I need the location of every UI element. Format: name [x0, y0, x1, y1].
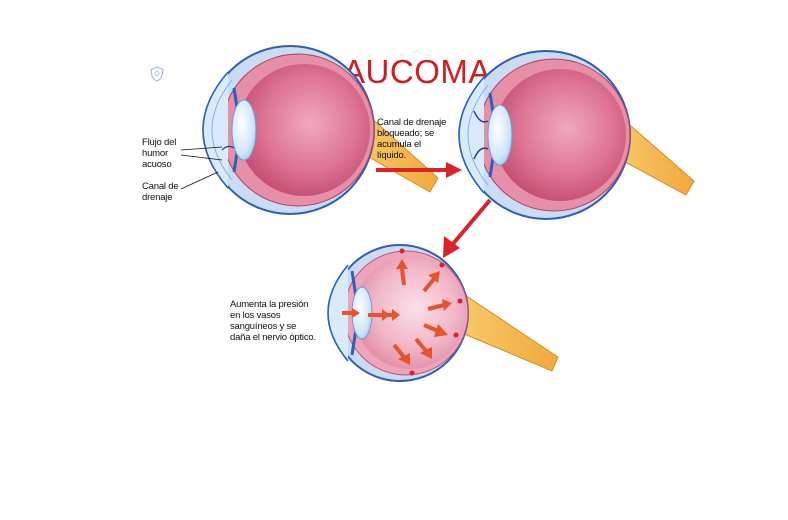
label-presion: Aumenta la presión en los vasos sanguíne…	[230, 299, 316, 343]
label-flujo: Flujo del humor acuoso	[142, 137, 177, 170]
eye-blocked	[458, 50, 695, 220]
eye-normal	[202, 45, 439, 215]
red-arrow-down	[443, 198, 492, 258]
label-bloqueado: Canal de drenaje bloqueado; se acumula e…	[377, 117, 447, 161]
red-arrow-right	[376, 162, 462, 178]
label-canal: Canal de drenaje	[142, 181, 179, 203]
leader-lines	[180, 146, 223, 190]
eye-pressure	[327, 244, 559, 382]
shield-icon	[150, 66, 164, 82]
